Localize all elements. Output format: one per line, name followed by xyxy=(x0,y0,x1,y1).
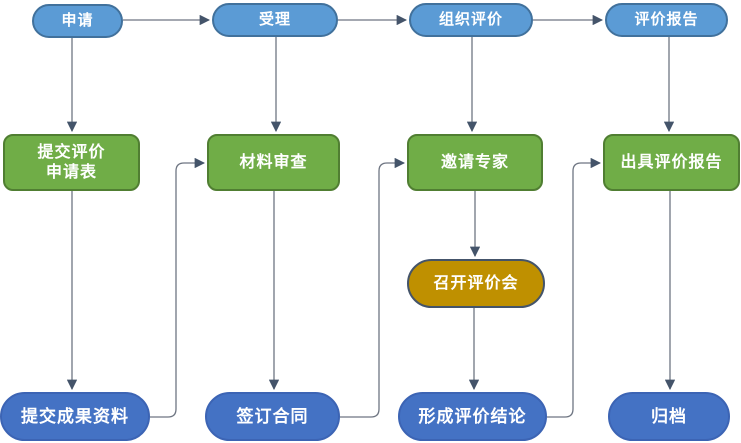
node-material-review: 材料审查 xyxy=(207,134,340,191)
node-form-evaluation-conclusion: 形成评价结论 xyxy=(398,392,547,441)
node-hold-evaluation-meeting: 召开评价会 xyxy=(407,259,545,308)
node-invite-experts: 邀请专家 xyxy=(407,134,543,191)
edge-sign-contract-to-invite-experts xyxy=(340,157,406,418)
node-accept: 受理 xyxy=(212,3,338,37)
edge-form-evaluation-conclusion-to-issue-evaluation-report xyxy=(547,157,602,418)
node-archive: 归档 xyxy=(608,392,730,441)
node-evaluation-report: 评价报告 xyxy=(605,3,728,37)
node-issue-evaluation-report: 出具评价报告 xyxy=(603,134,740,191)
node-submit-achievement-materials: 提交成果资料 xyxy=(0,392,150,441)
node-apply: 申请 xyxy=(32,4,123,38)
node-submit-application-form: 提交评价 申请表 xyxy=(3,134,140,191)
node-organize-evaluation: 组织评价 xyxy=(409,3,533,37)
node-sign-contract: 签订合同 xyxy=(205,392,340,441)
edge-submit-achievement-materials-to-material-review xyxy=(150,157,206,418)
